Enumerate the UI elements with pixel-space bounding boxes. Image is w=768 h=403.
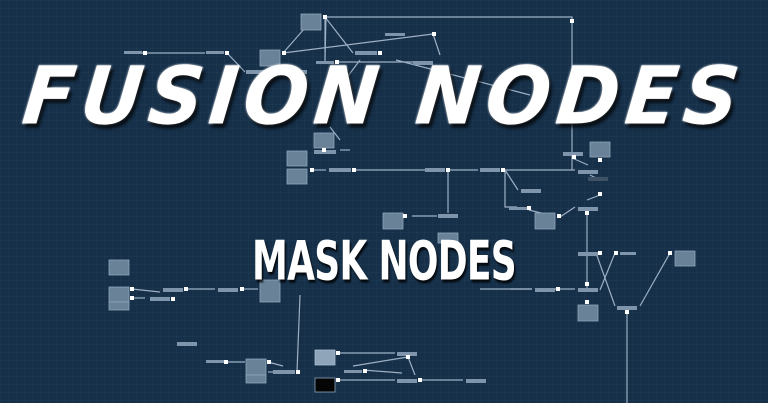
node-tiles bbox=[108, 13, 696, 384]
node-bar-disabled bbox=[588, 177, 608, 181]
node-tile-black bbox=[314, 377, 336, 393]
subtitle-mask-nodes: MASK NODES bbox=[252, 229, 517, 293]
title-fusion-nodes: FUSION NODES bbox=[18, 48, 750, 143]
node-tile-selected bbox=[314, 349, 336, 366]
node-bars bbox=[124, 33, 637, 383]
node-ports bbox=[130, 15, 672, 382]
